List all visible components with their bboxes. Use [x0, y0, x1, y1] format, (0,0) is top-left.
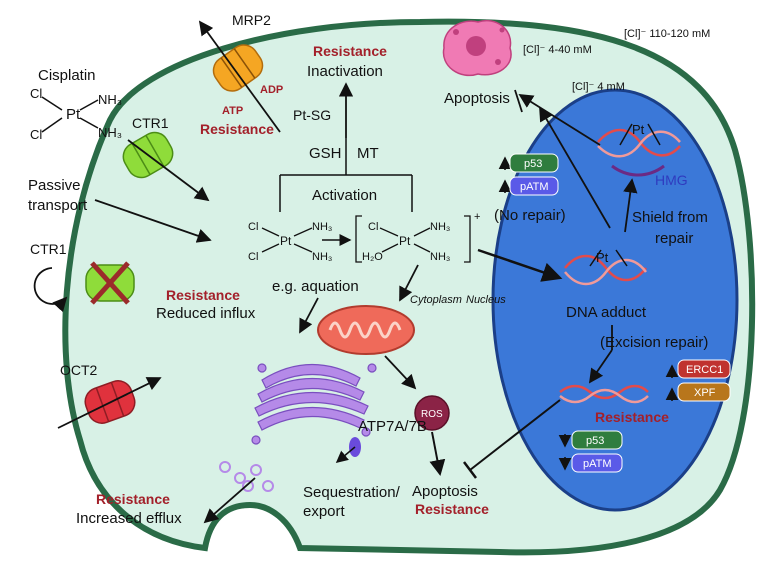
mrp2-label: MRP2 [232, 12, 271, 28]
svg-text:Cl: Cl [368, 221, 378, 233]
cisplatin-formula-glyphs: Pt Cl Cl NH₃ NH₃ Pt Cl Cl NH₃ NH₃ Pt Cl … [30, 86, 480, 263]
svg-text:Pt: Pt [280, 234, 292, 248]
apoptosis-top-label: Apoptosis [444, 90, 510, 107]
svg-text:NH₃: NH₃ [312, 221, 332, 233]
pt-adduct-label: Pt [596, 250, 609, 265]
svg-text:NH₃: NH₃ [98, 92, 122, 107]
svg-text:Cl: Cl [30, 86, 42, 101]
ercc1-badge [677, 359, 731, 379]
shield-label-1: Shield from [632, 209, 708, 226]
svg-text:NH₃: NH₃ [312, 251, 332, 263]
cisplatin-label: Cisplatin [38, 67, 96, 84]
svg-text:Pt: Pt [399, 234, 411, 248]
dna-helix-icon [564, 254, 647, 286]
blocked-ctr1-icon [85, 261, 135, 305]
oct2-label: OCT2 [60, 362, 98, 378]
svg-text:Cl: Cl [248, 221, 258, 233]
svg-text:NH₃: NH₃ [430, 221, 450, 233]
patm-bottom-label: pATM [583, 458, 612, 470]
patm-top-badge [509, 176, 559, 196]
resistance-inactivation-label: Resistance [313, 43, 387, 59]
svg-text:H₂O: H₂O [362, 251, 383, 263]
chloride-4-40-label: [Cl]⁻ 4-40 mM [523, 44, 592, 56]
increased-efflux-label: Increased efflux [76, 510, 182, 527]
chloride-110-label: [Cl]⁻ 110-120 mM [624, 28, 710, 40]
cisplatin-molecule [41, 96, 99, 133]
dna-helix-icon [559, 384, 649, 404]
adp-label: ADP [260, 84, 283, 96]
svg-text:Cl: Cl [30, 127, 42, 142]
pt-hmg-label: Pt [632, 122, 645, 137]
svg-text:NH₃: NH₃ [430, 251, 450, 263]
ros-molecule-icon [414, 395, 450, 431]
inactivation-label: Inactivation [307, 63, 383, 80]
activation-label: Activation [312, 187, 377, 204]
ctr1-top-label: CTR1 [132, 115, 169, 131]
gsh-label: GSH [309, 145, 342, 162]
resistance-mrp2-label: Resistance [200, 121, 274, 137]
no-repair-label: (No repair) [494, 207, 566, 224]
reduced-influx-label: Reduced influx [156, 305, 256, 322]
svg-text:+: + [474, 211, 480, 223]
excision-repair-label: (Excision repair) [600, 334, 708, 351]
dna-helix-icon [597, 128, 681, 177]
aquated-cisplatin [355, 215, 471, 263]
apoptotic-cell-icon [442, 19, 512, 77]
xpf-label: XPF [694, 387, 716, 399]
pt-sg-label: Pt-SG [293, 107, 331, 123]
chloride-4-label: [Cl]⁻ 4 mM [572, 81, 625, 93]
efflux-vesicles [219, 461, 274, 492]
recycling-arrow-icon [33, 267, 68, 313]
p53-top-label: p53 [524, 158, 542, 170]
ercc1-label: ERCC1 [686, 364, 723, 376]
p53-top-badge [509, 153, 559, 173]
resistance-influx-label: Resistance [166, 287, 240, 303]
passive-transport-label-2: transport [28, 197, 88, 214]
hmg-label: HMG [655, 172, 688, 188]
resistance-efflux-label: Resistance [96, 491, 170, 507]
ros-label: ROS [421, 409, 443, 420]
atp-label: ATP [222, 105, 243, 117]
nucleus-label: Nucleus [466, 294, 506, 306]
aquation-label: e.g. aquation [272, 278, 359, 295]
p53-bottom-badge [571, 430, 623, 450]
svg-text:Cl: Cl [248, 251, 258, 263]
resistance-apoptosis-label: Resistance [415, 501, 489, 517]
xpf-badge [677, 382, 731, 402]
svg-text:Pt: Pt [66, 106, 81, 123]
golgi-apparatus-icon [251, 363, 377, 445]
mt-label: MT [357, 145, 379, 162]
sequestration-label-2: export [303, 503, 346, 520]
sequestration-label-1: Sequestration/ [303, 484, 401, 501]
atp7-label: ATP7A/7B [358, 418, 427, 435]
ctr1-bottom-label: CTR1 [30, 241, 67, 257]
dna-adduct-label: DNA adduct [566, 304, 647, 321]
svg-text:NH₃: NH₃ [98, 125, 122, 140]
resistance-nucleus-label: Resistance [595, 409, 669, 425]
patm-bottom-badge [571, 453, 623, 473]
mitochondrion-icon [317, 305, 415, 355]
cytoplasm-label: Cytoplasm [410, 294, 462, 306]
shield-label-2: repair [655, 230, 693, 247]
patm-top-label: pATM [520, 181, 549, 193]
cisplatin-cytoplasm [261, 227, 313, 253]
p53-bottom-label: p53 [586, 435, 604, 447]
passive-transport-label-1: Passive [28, 177, 81, 194]
apoptosis-bottom-label: Apoptosis [412, 483, 478, 500]
